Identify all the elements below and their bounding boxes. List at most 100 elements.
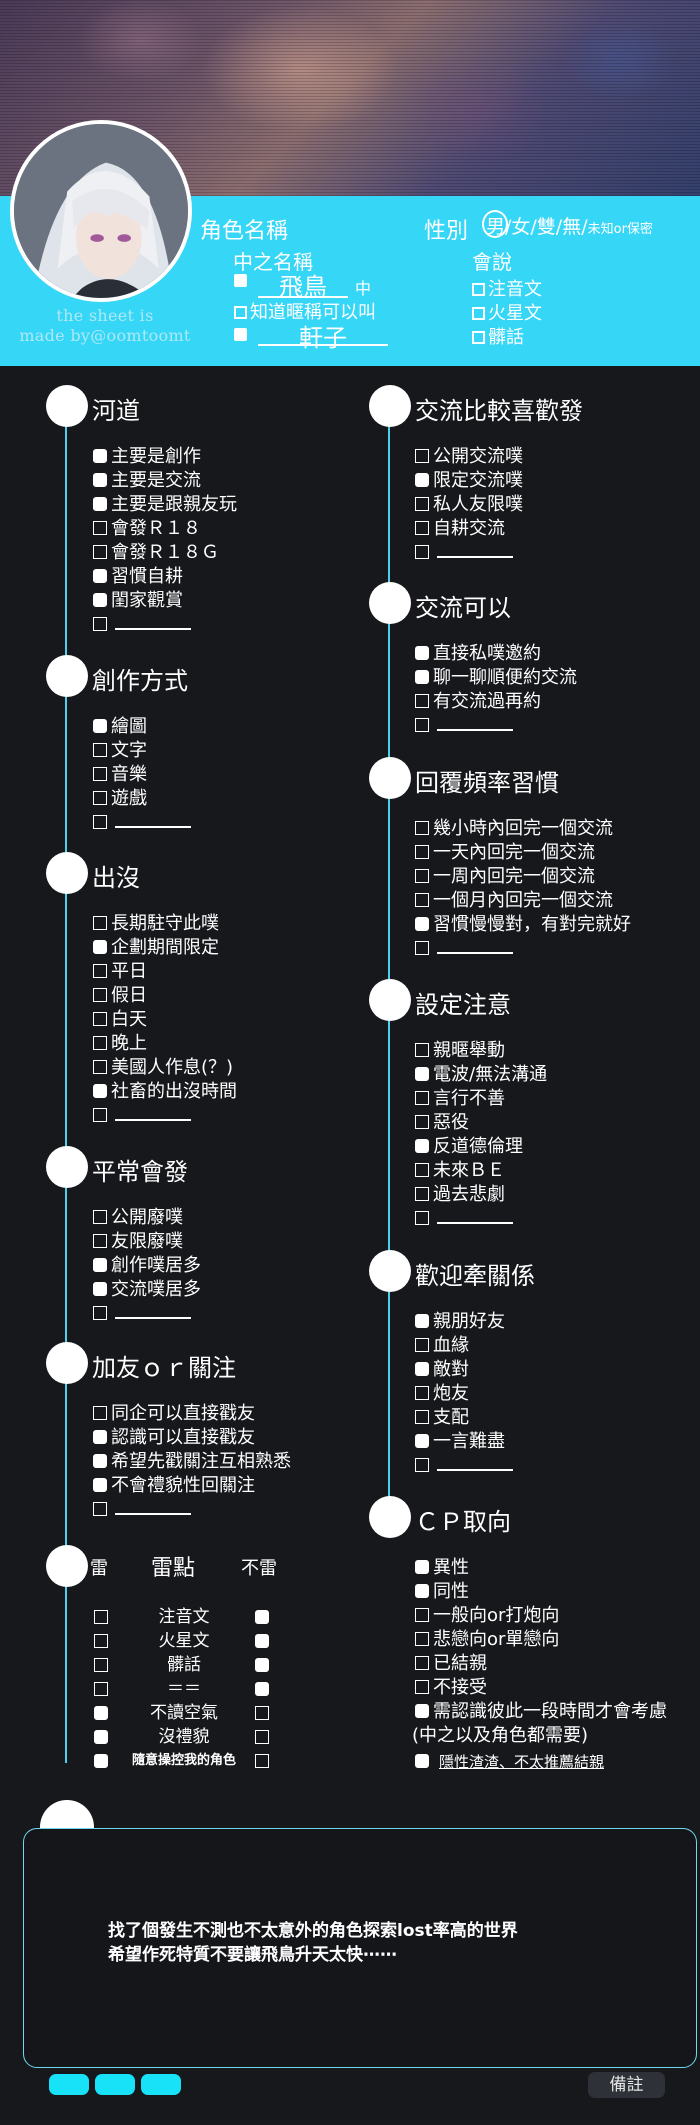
checkbox-checked[interactable] xyxy=(93,1478,107,1492)
checkbox-checked[interactable] xyxy=(415,1139,429,1153)
gender-selector[interactable]: 男/女/雙/無/未知or保密 xyxy=(482,210,653,239)
checkbox-checked[interactable] xyxy=(93,719,107,733)
checklist-item[interactable] xyxy=(93,1302,191,1326)
checklist-item[interactable]: 一個月內回完一個交流 xyxy=(415,889,613,913)
fill-in-blank[interactable] xyxy=(437,556,513,558)
checklist-item[interactable]: 晚上 xyxy=(93,1032,147,1056)
checklist-item[interactable]: 電波/無法溝通 xyxy=(415,1063,547,1087)
checklist-item[interactable]: 白天 xyxy=(93,1008,147,1032)
fill-in-blank[interactable] xyxy=(437,729,513,731)
checkbox-unchecked[interactable] xyxy=(415,1656,429,1670)
checkbox-unchecked[interactable] xyxy=(415,1458,429,1472)
checklist-item[interactable]: 主要是創作 xyxy=(93,445,201,469)
fill-in-blank[interactable] xyxy=(115,826,191,828)
checklist-item[interactable]: 聊一聊順便約交流 xyxy=(415,666,577,690)
bulei-checkbox[interactable] xyxy=(255,1610,269,1624)
checkbox-checked[interactable] xyxy=(93,1258,107,1272)
cp-last-item[interactable]: 隱性渣渣、不太推薦結親 xyxy=(415,1750,604,1774)
checkbox-unchecked[interactable] xyxy=(415,1211,429,1225)
checkbox-unchecked[interactable] xyxy=(415,1386,429,1400)
checklist-item[interactable] xyxy=(415,1207,513,1231)
checklist-item[interactable]: 交流噗居多 xyxy=(93,1278,201,1302)
checkbox-unchecked[interactable] xyxy=(415,545,429,559)
checkbox-unchecked[interactable] xyxy=(415,941,429,955)
checklist-item[interactable]: 過去悲劇 xyxy=(415,1183,505,1207)
checkbox-checked[interactable] xyxy=(415,670,429,684)
checklist-item[interactable]: 習慣自耕 xyxy=(93,565,183,589)
checklist-item[interactable]: 不接受 xyxy=(415,1676,487,1700)
checkbox-unchecked[interactable] xyxy=(93,617,107,631)
checkbox-unchecked[interactable] xyxy=(93,988,107,1002)
checklist-item[interactable]: 血緣 xyxy=(415,1334,469,1358)
checkbox-unchecked[interactable] xyxy=(93,743,107,757)
bulei-checkbox[interactable] xyxy=(255,1730,269,1744)
speaks-checkbox[interactable] xyxy=(472,283,485,296)
nickname-checkbox[interactable] xyxy=(234,328,247,341)
checklist-item[interactable]: 會發Ｒ１８ xyxy=(93,517,201,541)
checklist-item[interactable]: 主要是跟親友玩 xyxy=(93,493,237,517)
checklist-item[interactable]: 一言難盡 xyxy=(415,1430,505,1454)
checkbox-unchecked[interactable] xyxy=(93,1406,107,1420)
checkbox-unchecked[interactable] xyxy=(415,497,429,511)
speaks-checkbox[interactable] xyxy=(472,331,485,344)
page-indicator-1[interactable] xyxy=(49,2074,89,2095)
checklist-item[interactable]: 音樂 xyxy=(93,763,147,787)
checkbox-unchecked[interactable] xyxy=(93,545,107,559)
checklist-item[interactable]: 自耕交流 xyxy=(415,517,505,541)
checklist-item[interactable]: 未來ＢＥ xyxy=(415,1159,505,1183)
fill-in-blank[interactable] xyxy=(437,1222,513,1224)
checklist-item[interactable]: 言行不善 xyxy=(415,1087,505,1111)
checkbox-unchecked[interactable] xyxy=(415,1091,429,1105)
checkbox-unchecked[interactable] xyxy=(415,1043,429,1057)
speaks-option-0[interactable]: 注音文 xyxy=(472,275,542,301)
fill-in-blank[interactable] xyxy=(115,628,191,630)
checklist-item[interactable]: 同企可以直接戳友 xyxy=(93,1402,255,1426)
checkbox-unchecked[interactable] xyxy=(93,1036,107,1050)
checkbox-checked[interactable] xyxy=(93,473,107,487)
checkbox-checked[interactable] xyxy=(415,1362,429,1376)
checklist-item[interactable]: 限定交流噗 xyxy=(415,469,523,493)
checkbox-unchecked[interactable] xyxy=(415,718,429,732)
lei-checkbox[interactable] xyxy=(94,1634,108,1648)
checkbox-unchecked[interactable] xyxy=(415,449,429,463)
checklist-item[interactable]: 悲戀向or單戀向 xyxy=(415,1628,559,1652)
checklist-item[interactable]: 幾小時內回完一個交流 xyxy=(415,817,613,841)
speaks-checkbox[interactable] xyxy=(472,307,485,320)
checkbox-unchecked[interactable] xyxy=(93,1108,107,1122)
checklist-item[interactable]: 一天內回完一個交流 xyxy=(415,841,595,865)
checklist-item[interactable]: 同性 xyxy=(415,1580,469,1604)
checklist-item[interactable]: 閨家觀賞 xyxy=(93,589,183,613)
checklist-item[interactable]: 社畜的出沒時間 xyxy=(93,1080,237,1104)
checklist-item[interactable] xyxy=(415,541,513,565)
checklist-item[interactable] xyxy=(93,613,191,637)
checklist-item[interactable]: 敵對 xyxy=(415,1358,469,1382)
checklist-item[interactable]: 平日 xyxy=(93,960,147,984)
lei-checkbox[interactable] xyxy=(94,1706,108,1720)
checkbox-checked[interactable] xyxy=(93,1282,107,1296)
nakanoname-row[interactable] xyxy=(234,270,250,291)
checkbox-unchecked[interactable] xyxy=(415,869,429,883)
checkbox-checked[interactable] xyxy=(93,593,107,607)
checkbox-checked[interactable] xyxy=(415,646,429,660)
checkbox-unchecked[interactable] xyxy=(415,521,429,535)
checkbox-unchecked[interactable] xyxy=(415,893,429,907)
speaks-option-2[interactable]: 髒話 xyxy=(472,323,524,349)
checklist-item[interactable] xyxy=(415,714,513,738)
fill-in-blank[interactable] xyxy=(437,952,513,954)
checkbox-checked[interactable] xyxy=(93,569,107,583)
page-indicator-2[interactable] xyxy=(95,2074,135,2095)
fill-in-blank[interactable] xyxy=(437,1469,513,1471)
checklist-item[interactable]: 親朋好友 xyxy=(415,1310,505,1334)
checkbox-unchecked[interactable] xyxy=(415,1680,429,1694)
nakanoname-checkbox[interactable] xyxy=(234,274,247,287)
checkbox-checked[interactable] xyxy=(415,1434,429,1448)
checkbox-checked[interactable] xyxy=(415,473,429,487)
checklist-item[interactable]: 支配 xyxy=(415,1406,469,1430)
checkbox-checked[interactable] xyxy=(415,1704,429,1718)
checklist-item[interactable]: 需認識彼此一段時間才會考慮 xyxy=(415,1700,667,1724)
lei-checkbox[interactable] xyxy=(94,1754,108,1768)
fill-in-blank[interactable] xyxy=(115,1513,191,1515)
checkbox-unchecked[interactable] xyxy=(93,815,107,829)
checklist-item[interactable]: 反道德倫理 xyxy=(415,1135,523,1159)
checkbox-unchecked[interactable] xyxy=(415,1187,429,1201)
